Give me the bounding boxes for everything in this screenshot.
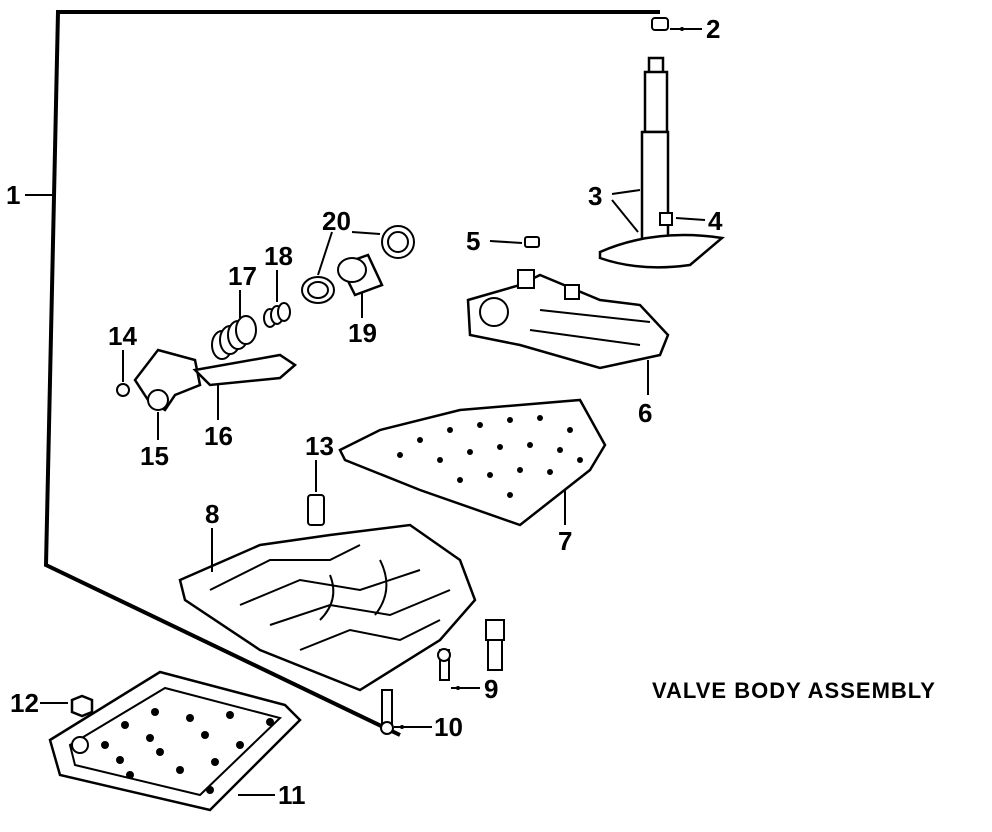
callout-6: 6: [638, 398, 652, 428]
part-19-piston: [337, 253, 384, 318]
part-7-separator-plate: [338, 398, 607, 527]
callout-17: 17: [228, 261, 257, 291]
callout-10: 10: [434, 712, 463, 742]
callout-15: 15: [140, 441, 169, 471]
part-10-bolt: [380, 689, 432, 735]
part-11-filter-pan: [48, 670, 302, 812]
part-2-plug: [651, 17, 702, 31]
callout-16: 16: [204, 421, 233, 451]
diagram-title: VALVE BODY ASSEMBLY: [652, 678, 936, 703]
callout-1: 1: [6, 180, 20, 210]
callout-14: 14: [108, 321, 137, 351]
callout-19: 19: [348, 318, 377, 348]
callout-3: 3: [588, 181, 602, 211]
part-20-seal-rings: [301, 225, 415, 304]
part-14-nut: [116, 350, 130, 397]
callout-2: 2: [706, 14, 720, 44]
part-17-spring: [211, 290, 257, 360]
part-16-detent-spring: [192, 353, 298, 420]
part-9-bolts: [437, 619, 505, 690]
part-5-plug: [489, 236, 540, 248]
callout-4: 4: [708, 206, 723, 236]
part-12-nut: [40, 694, 94, 718]
part-15-detent-lever: [133, 348, 202, 440]
callout-7: 7: [558, 526, 572, 556]
callout-20: 20: [322, 206, 351, 236]
assembly-bracket: [25, 10, 660, 737]
callout-8: 8: [205, 499, 219, 529]
part-6-upper-valve-body: [466, 269, 670, 395]
callout-13: 13: [305, 431, 334, 461]
part-3-shaft-plate: [598, 56, 725, 269]
callout-labels: 1 2 3 4 5 6 7 8 9 10 11 12 13 14 15 16 1…: [6, 14, 723, 810]
callout-18: 18: [264, 241, 293, 271]
part-13-clip: [307, 460, 325, 526]
callout-12: 12: [10, 688, 39, 718]
part-18-spring: [263, 270, 291, 328]
part-8-lower-valve-body: [178, 523, 477, 692]
callout-9: 9: [484, 674, 498, 704]
callout-5: 5: [466, 226, 480, 256]
callout-11: 11: [278, 780, 306, 810]
